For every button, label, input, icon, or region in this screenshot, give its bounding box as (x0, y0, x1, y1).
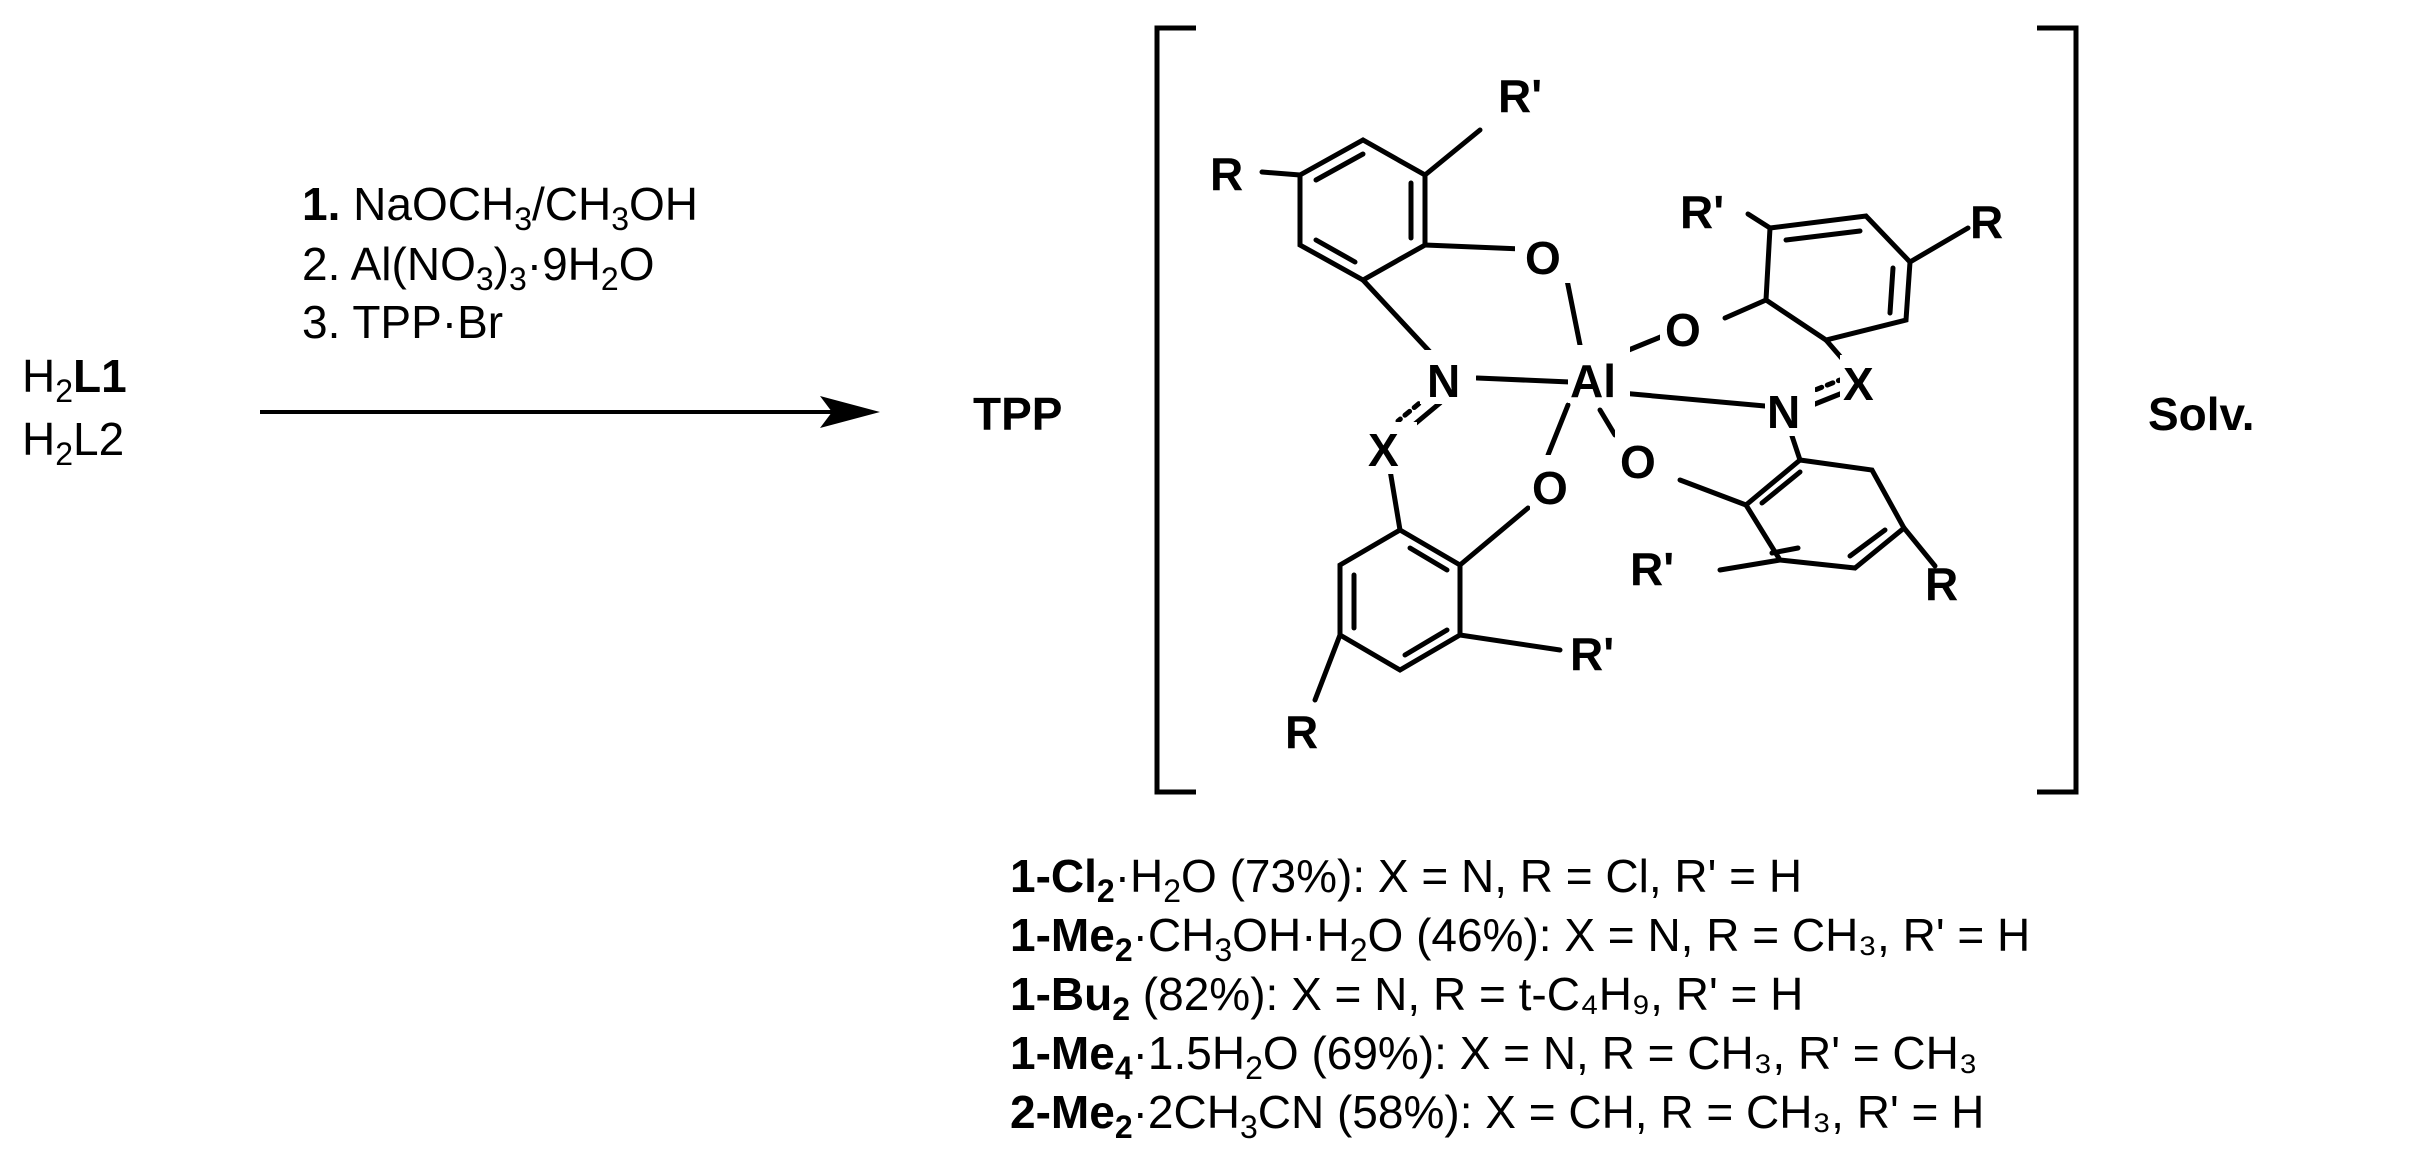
complex-bonds (1259, 127, 1971, 703)
atom-al: Al (1570, 355, 1616, 407)
solvent-label-copy: Solv. (2148, 388, 2255, 440)
atom-rp-lr: R' (1630, 543, 1674, 595)
atom-x-right: X (1843, 358, 1874, 410)
atom-o-2: O (1665, 304, 1701, 356)
compound-line: 1-Cl2·H2O (73%): X = N, R = Cl, R' = H (1010, 850, 1802, 909)
atom-o-3: O (1532, 462, 1568, 514)
atom-n-right: N (1767, 386, 1800, 438)
atom-r-lr: R (1925, 558, 1958, 610)
reactant-h2l2-copy: H2L2 (22, 413, 124, 472)
condition-3-copy: 3. TPP·Br (302, 296, 503, 348)
atom-n-left: N (1427, 355, 1460, 407)
right-bracket (2037, 25, 2079, 795)
compound-list: 1-Cl2·H2O (73%): X = N, R = Cl, R' = H1-… (1010, 850, 2030, 1145)
compound-line: 1-Me4·1.5H2O (69%): X = N, R = CH₃, R' =… (1010, 1027, 1978, 1086)
arrow-head (820, 396, 880, 428)
atom-rp-ll: R' (1570, 628, 1614, 680)
condition-2-copy: 2. Al(NO3)3·9H2O (302, 238, 654, 297)
atom-x-left: X (1368, 424, 1399, 476)
reactant-h2l1-copy: H2L1 (22, 350, 127, 409)
atom-labels: O N Al O N X X O O R R' R' R R' R R' R (1210, 70, 2003, 758)
atom-rp-ul: R' (1498, 70, 1542, 122)
condition-1-copy: 1. NaOCH3/CH3OH (302, 178, 698, 237)
cation-label-copy: TPP (973, 388, 1062, 440)
atom-r-ll: R (1285, 706, 1318, 758)
atom-r-ul: R (1210, 148, 1243, 200)
atom-rp-ur: R' (1680, 186, 1724, 238)
atom-o-4: O (1620, 436, 1656, 488)
left-bracket (1154, 25, 1196, 795)
compound-line: 2-Me2·2CH3CN (58%): X = CH, R = CH₃, R' … (1010, 1086, 1984, 1145)
atom-r-ur: R (1970, 196, 2003, 248)
atom-o-1: O (1525, 232, 1561, 284)
compound-line: 1-Bu2 (82%): X = N, R = t-C₄H₉, R' = H (1010, 968, 1803, 1027)
compound-line: 1-Me2·CH3OH·H2O (46%): X = N, R = CH₃, R… (1010, 909, 2030, 968)
